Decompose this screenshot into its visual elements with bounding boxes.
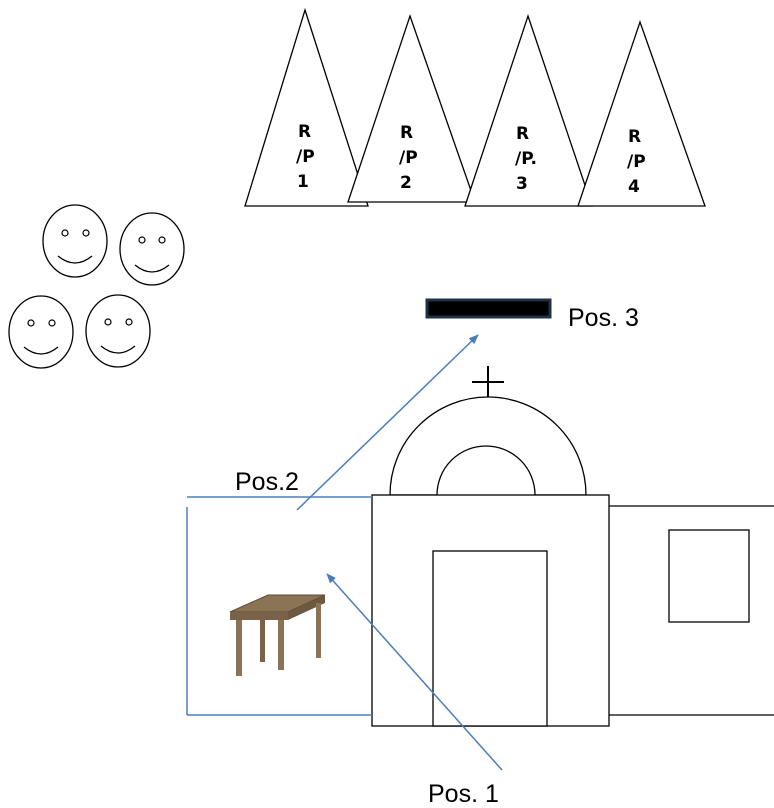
smiley-face-icon	[8, 295, 74, 369]
arrow-pos1-to-pos2	[326, 573, 503, 771]
pos-1-label: Pos. 1	[428, 780, 499, 808]
triangle-2-line-3: 2	[400, 173, 412, 193]
dome	[389, 396, 587, 496]
black-bar	[425, 298, 552, 319]
triangle-3-line-1: R	[516, 124, 529, 144]
arrow-pos2-to-pos3	[296, 334, 479, 511]
side-building-window	[668, 529, 750, 623]
triangle-1-line-1: R	[298, 122, 311, 142]
building-door	[432, 550, 548, 727]
triangle-group-1: R /P 1	[244, 7, 369, 207]
smiley-face-icon	[85, 294, 151, 368]
pos-3-label: Pos. 3	[568, 304, 639, 332]
triangle-group-4: R /P 4	[577, 20, 706, 207]
smiley-face-icon	[42, 204, 108, 278]
triangle-2-line-1: R	[400, 123, 413, 143]
table-icon	[229, 594, 326, 676]
triangle-group-3: R /P. 3	[464, 13, 593, 207]
triangle-1-line-3: 1	[297, 172, 309, 192]
triangle-3-line-3: 3	[516, 174, 528, 194]
blue-enclosure	[186, 496, 372, 716]
side-building	[609, 505, 774, 716]
triangle-group-2: R /P 2	[347, 13, 476, 203]
triangle-3-line-2: /P.	[515, 149, 537, 169]
triangle-4-line-1: R	[628, 127, 641, 147]
smiley-face-icon	[119, 212, 185, 286]
triangle-4-line-3: 4	[628, 177, 640, 197]
pos-2-label: Pos.2	[235, 468, 299, 496]
triangle-2-line-2: /P	[399, 148, 418, 168]
triangle-4-line-2: /P	[627, 152, 646, 172]
triangle-1-line-2: /P	[296, 147, 315, 167]
